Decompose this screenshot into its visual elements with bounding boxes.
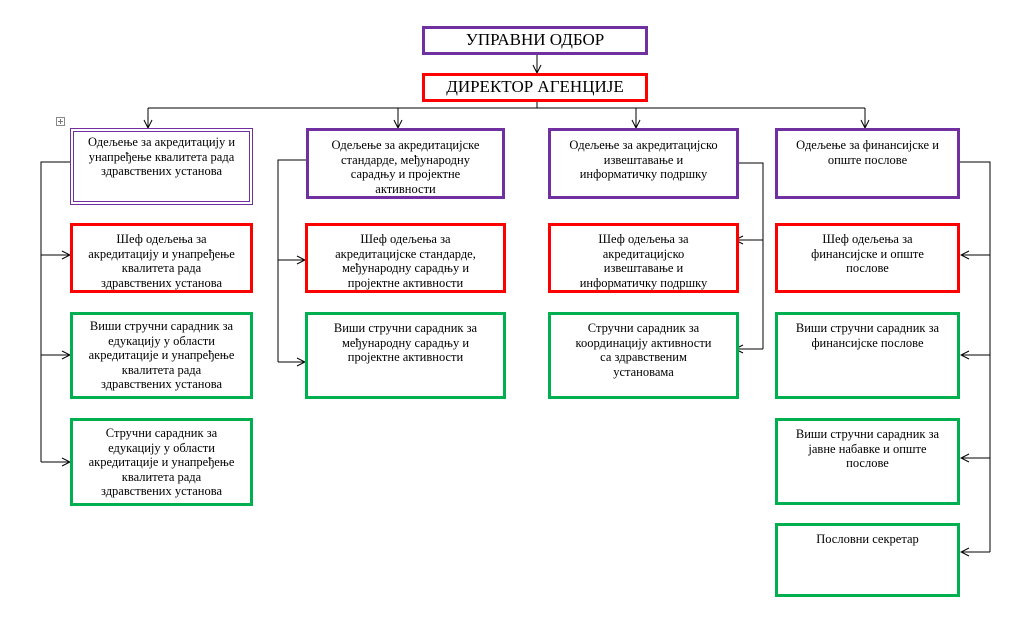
department-4-staff-2-box: Виши стручни сарадник за јавне набавке и… xyxy=(775,418,960,505)
department-3-chief-box: Шеф одељења за акредитацијско извештавањ… xyxy=(548,223,739,293)
department-2-spine xyxy=(277,159,306,362)
department-4-chief-box: Шеф одељења за финансијске и опште посло… xyxy=(775,223,960,293)
department-1-spine xyxy=(40,161,72,462)
department-4-staff-3-box: Пословни секретар xyxy=(775,523,960,597)
table-move-handle-icon[interactable] xyxy=(56,117,65,126)
department-4-box: Одељење за финансијске и опште послове xyxy=(775,128,960,199)
department-4-spine xyxy=(960,161,991,552)
department-2-chief-box: Шеф одељења за акредитацијске стандарде,… xyxy=(305,223,506,293)
department-1-box: Одељење за акредитацију и унапређење ква… xyxy=(70,128,253,205)
board-box: УПРАВНИ ОДБОР xyxy=(422,26,648,55)
department-3-spine xyxy=(739,162,764,349)
department-2-staff-1-box: Виши стручни сарадник за међународну сар… xyxy=(305,312,506,399)
department-1-staff-2-box: Стручни сарадник за едукацију у области … xyxy=(70,418,253,506)
department-4-staff-1-box: Виши стручни сарадник за финансијске пос… xyxy=(775,312,960,399)
department-1-chief-box: Шеф одељења за акредитацију и унапређење… xyxy=(70,223,253,293)
department-2-box: Одељење за акредитацијске стандарде, међ… xyxy=(306,128,505,199)
director-box: ДИРЕКТОР АГЕНЦИЈЕ xyxy=(422,73,648,102)
department-1-staff-1-box: Виши стручни сарадник за едукацију у обл… xyxy=(70,312,253,399)
connector-lines xyxy=(40,54,991,552)
department-3-staff-1-box: Стручни сарадник за координацију активно… xyxy=(548,312,739,399)
department-3-box: Одељење за акредитацијско извештавање и … xyxy=(548,128,739,199)
